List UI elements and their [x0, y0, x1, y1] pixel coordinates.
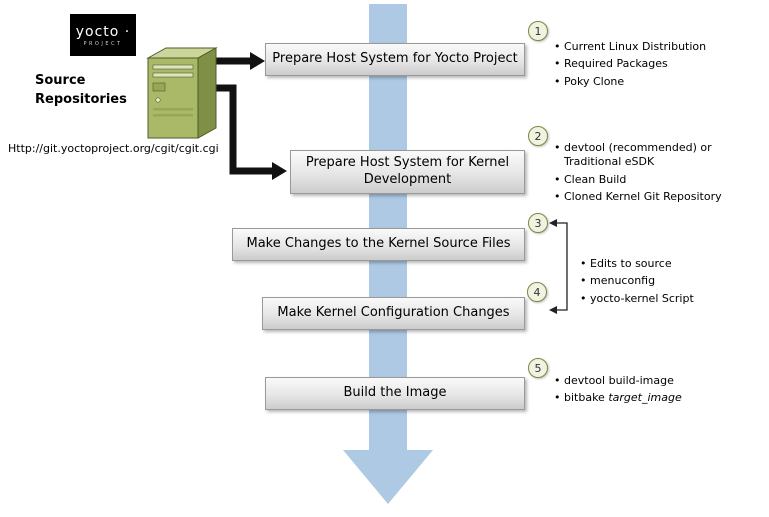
bullet-item: Poky Clone	[552, 75, 757, 90]
bullet-item: Edits to source	[578, 257, 748, 272]
server-line-icon	[153, 114, 193, 117]
step-box-4: Make Kernel Configuration Changes	[262, 297, 525, 330]
server-to-step1-arrowhead	[250, 52, 265, 70]
step-number-2: 2	[528, 126, 548, 146]
bracket-arrowhead-step4	[549, 306, 557, 314]
bullet-text: bitbake	[564, 391, 609, 405]
step-number-1: 1	[528, 21, 548, 41]
steps34-shared-bullets: Edits to source menuconfig yocto-kernel …	[578, 257, 748, 309]
bullet-italic-text: target_image	[608, 391, 682, 405]
bullet-item: Cloned Kernel Git Repository	[552, 190, 737, 205]
server-to-step2-arrowhead	[272, 162, 287, 180]
bullet-item: bitbake target_image	[552, 391, 757, 406]
step2-bullets: devtool (recommended) or Traditional eSD…	[552, 141, 737, 207]
step-box-1: Prepare Host System for Yocto Project	[265, 43, 525, 76]
bullet-item: devtool (recommended) or Traditional eSD…	[552, 141, 737, 170]
drive-slot-icon	[152, 64, 194, 70]
step-number-3: 3	[528, 213, 548, 233]
yocto-logo: yocto · PROJECT	[70, 14, 136, 56]
bracket-arrowhead-step3	[549, 219, 557, 227]
yocto-logo-subtext: PROJECT	[83, 40, 123, 47]
step1-bullets: Current Linux Distribution Required Pack…	[552, 40, 757, 92]
yocto-logo-text: yocto ·	[75, 23, 131, 40]
step-number-5: 5	[528, 358, 548, 378]
source-repositories-label: Source Repositories	[35, 73, 127, 107]
bullets-to-steps34-bracket	[556, 222, 568, 311]
bullet-item: Clean Build	[552, 173, 737, 188]
step-number-4: 4	[527, 282, 547, 302]
step-box-3: Make Changes to the Kernel Source Files	[232, 228, 525, 261]
step-box-5: Build the Image	[265, 377, 525, 410]
server-icon	[146, 47, 218, 139]
bullet-item: yocto-kernel Script	[578, 292, 748, 307]
server-line-icon	[153, 108, 193, 111]
drive-slot-icon	[152, 72, 194, 78]
step5-bullets: devtool build-image bitbake target_image	[552, 374, 757, 409]
step-box-2: Prepare Host System for Kernel Developme…	[290, 150, 525, 194]
power-button-icon	[155, 97, 161, 103]
server-vent-icon	[152, 82, 166, 92]
flow-arrow-head	[343, 450, 433, 504]
bullet-item: devtool build-image	[552, 374, 757, 389]
bullet-item: menuconfig	[578, 274, 748, 289]
bullet-item: Required Packages	[552, 57, 757, 72]
bullet-item: Current Linux Distribution	[552, 40, 757, 55]
repo-url: Http://git.yoctoproject.org/cgit/cgit.cg…	[8, 142, 219, 155]
